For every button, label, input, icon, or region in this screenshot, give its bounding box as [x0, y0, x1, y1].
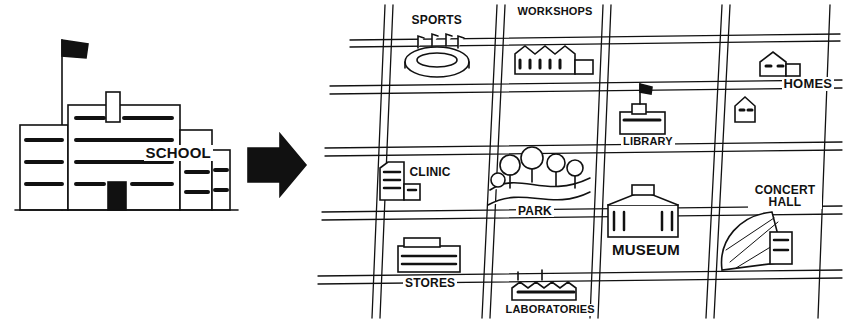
stadium-part — [405, 47, 469, 77]
transform-arrow-part — [248, 134, 306, 196]
street-grid-part — [590, 5, 611, 318]
building-label: MUSEUM — [610, 242, 682, 258]
park-part — [509, 175, 511, 188]
laboratories-part — [518, 291, 574, 294]
laboratories-part — [518, 270, 542, 280]
museum-part — [608, 205, 678, 237]
school-building-part — [212, 150, 230, 210]
homes-part — [786, 64, 800, 76]
homes-part — [760, 52, 786, 76]
homes-part — [740, 109, 752, 112]
building-label: HOMES — [782, 77, 835, 91]
stadium-part — [418, 34, 464, 48]
museum-part — [632, 185, 654, 195]
clinic-part — [404, 184, 420, 200]
school-building-part — [62, 40, 88, 58]
homes-part — [766, 65, 783, 68]
street-grid — [318, 5, 842, 318]
library-part — [640, 84, 652, 94]
laboratories-part — [512, 282, 576, 300]
stores-part — [404, 238, 440, 247]
school-building-part — [20, 125, 68, 210]
street-grid-part — [818, 5, 830, 318]
park-part — [555, 172, 557, 186]
park-part — [531, 169, 533, 182]
school-building-part — [108, 182, 126, 210]
stadium-part — [405, 62, 469, 68]
school-building-part — [26, 118, 227, 192]
building-label: PARK — [516, 205, 554, 218]
park-part — [574, 176, 576, 188]
building-label: STORES — [403, 277, 457, 290]
park-part — [547, 154, 565, 172]
street-grid-part — [330, 80, 842, 94]
museum-part — [614, 212, 672, 230]
workshops-part — [575, 60, 593, 74]
workshops — [515, 46, 593, 74]
stores-part — [402, 256, 456, 264]
workshops-part — [515, 46, 575, 74]
school-building-part — [106, 92, 120, 122]
concert-hall-part — [770, 232, 792, 264]
street-grid-part — [318, 270, 842, 284]
museum — [608, 185, 678, 237]
stores-part — [398, 246, 460, 272]
library-part — [620, 112, 665, 134]
building-label: LIBRARY — [621, 136, 675, 148]
park-part — [488, 192, 590, 205]
concert-hall-part — [774, 240, 788, 250]
building-label: WORKSHOPS — [516, 6, 595, 18]
park — [488, 147, 590, 205]
library-part — [632, 104, 646, 114]
park-part — [521, 147, 543, 169]
school-label: SCHOOL — [144, 145, 213, 161]
stores — [398, 238, 460, 272]
building-label: CONCERT HALL — [748, 184, 822, 209]
library — [620, 84, 665, 134]
homes-part — [735, 97, 755, 122]
school-building — [15, 40, 238, 210]
concert-hall — [722, 212, 792, 270]
stadium — [405, 34, 469, 77]
park-part — [491, 173, 505, 187]
street-grid-part — [706, 5, 730, 318]
laboratories — [512, 270, 576, 300]
stadium-part — [417, 53, 457, 67]
workshops-part — [520, 60, 560, 68]
building-label: SPORTS — [410, 14, 465, 27]
park-part — [567, 160, 583, 176]
street-grid-part — [325, 142, 842, 156]
building-label: LABORATORIES — [504, 304, 597, 316]
park-part — [500, 155, 520, 175]
transform-arrow — [248, 134, 306, 196]
street-grid-part — [350, 34, 840, 47]
building-label: CLINIC — [408, 166, 453, 179]
library-part — [624, 119, 660, 122]
